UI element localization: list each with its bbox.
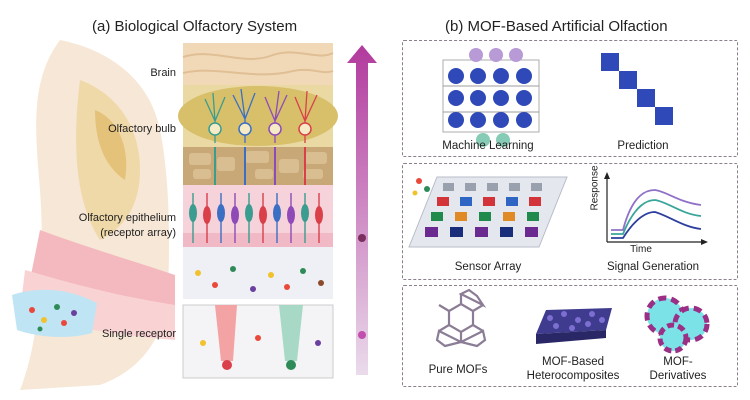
odor-molecules-cone (12, 289, 97, 337)
olfactory-bulb-label: Olfactory bulb (108, 123, 176, 135)
right-panel-title: (b) MOF-Based Artificial Olfaction (445, 18, 668, 35)
prediction-label: Prediction (617, 140, 669, 152)
x-axis-label: Time (630, 244, 652, 255)
brain-label: Brain (150, 67, 176, 79)
left-panel-title: (a) Biological Olfactory System (92, 18, 298, 35)
response-curve-teal (611, 199, 702, 235)
y-axis-label: Response (589, 165, 601, 211)
heterocomposites-label-line1: MOF-Based (542, 356, 604, 368)
signal-generation-label: Signal Generation (606, 261, 700, 273)
signal-direction-arrow (347, 45, 377, 375)
machine-learning-panel: Machine Learning Prediction (402, 40, 738, 157)
machine-learning-label: Machine Learning (442, 140, 534, 152)
olfactory-epithelium-label: Olfactory epithelium (78, 212, 176, 224)
heterocomposites-label-line2: Heterocomposites (526, 370, 620, 382)
neural-network-icon (442, 48, 540, 147)
prediction-matrix-icon (601, 53, 673, 125)
derivatives-label-line2: Derivatives (649, 370, 707, 382)
receptor-array-label: (receptor array) (100, 227, 176, 239)
sensor-panel: Sensor Array Response Time Signal Genera… (402, 163, 738, 280)
single-receptor-label: Single receptor (102, 328, 176, 340)
response-curve-blue (611, 211, 702, 239)
pure-mof-icon (435, 288, 487, 348)
response-curves-chart (604, 172, 708, 245)
materials-panel: Pure MOFs MOF-Based Heterocomposites MOF… (402, 285, 738, 387)
heterocomposite-icon (536, 308, 612, 344)
olfactory-column-illustration (178, 43, 338, 379)
derivatives-label-line1: MOF- (663, 356, 693, 368)
pure-mofs-label: Pure MOFs (428, 364, 488, 376)
sensor-array-icon (408, 176, 568, 248)
response-curve-purple (611, 189, 702, 231)
mof-derivative-icon (644, 295, 710, 354)
sensor-array-label: Sensor Array (454, 261, 522, 273)
